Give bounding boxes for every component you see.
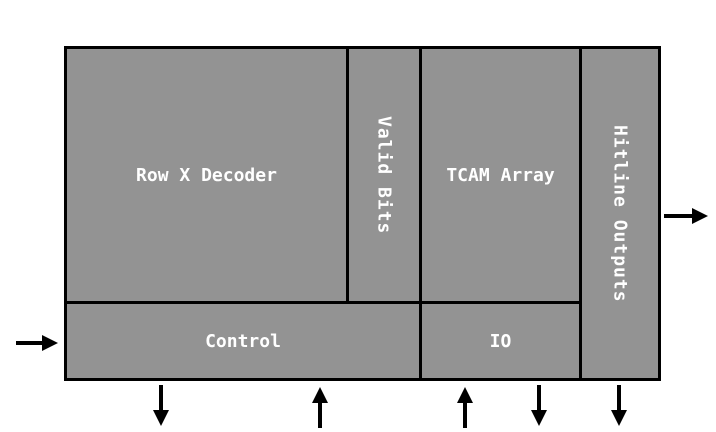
io-label: IO — [489, 330, 512, 352]
valid-bits-label: Valid Bits — [373, 115, 395, 235]
hitline-outputs-block: Hitline Outputs — [579, 46, 661, 381]
hitline-outputs-label: Hitline Outputs — [609, 124, 631, 303]
row-x-decoder-block: Row X Decoder — [64, 46, 349, 304]
tcam-array-label: TCAM Array — [446, 164, 555, 186]
tcam-array-block: TCAM Array — [419, 46, 582, 304]
io-block: IO — [419, 301, 582, 381]
row-x-decoder-label: Row X Decoder — [136, 164, 277, 186]
valid-bits-block: Valid Bits — [346, 46, 422, 304]
control-block: Control — [64, 301, 422, 381]
control-label: Control — [205, 330, 281, 352]
